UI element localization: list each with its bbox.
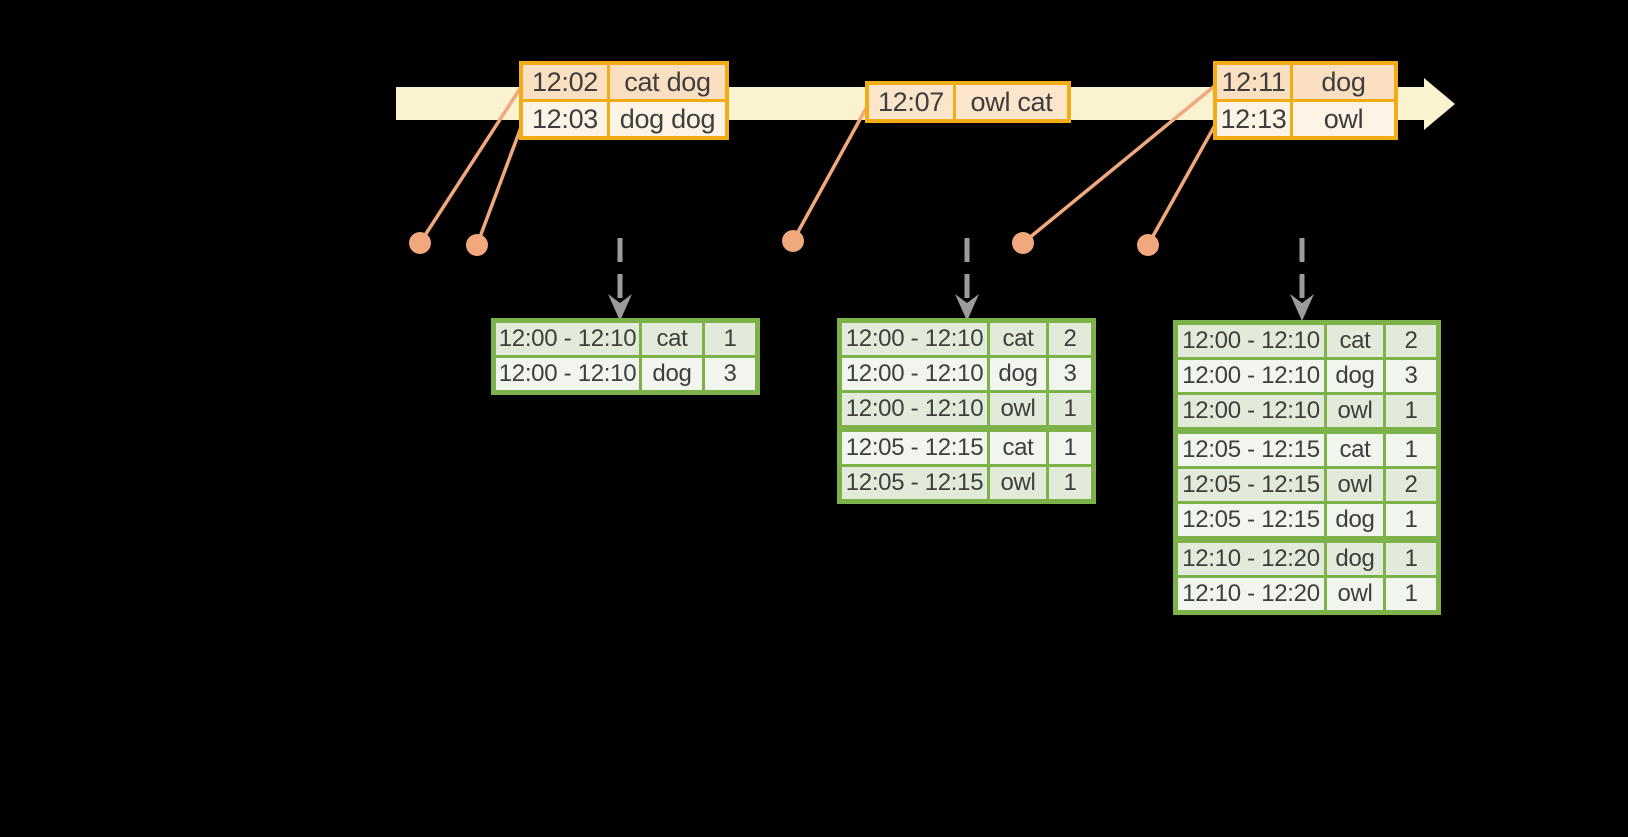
word-cell: dog <box>1327 504 1383 536</box>
connector-line <box>475 121 525 246</box>
time-cell: 12:03 <box>523 102 607 136</box>
words-cell: owl <box>1293 102 1394 136</box>
window-cell: 12:00 - 12:10 <box>842 323 987 355</box>
count-cell: 1 <box>1049 467 1091 499</box>
word-cell: owl <box>990 467 1046 499</box>
word-cell: cat <box>642 323 702 355</box>
words-cell: dog <box>1293 65 1394 99</box>
count-cell: 1 <box>1386 504 1436 536</box>
trigger-arrows <box>617 238 1305 298</box>
down-arrowhead-icon <box>608 294 632 321</box>
count-cell: 1 <box>705 323 755 355</box>
window-cell: 12:05 - 12:15 <box>842 432 987 464</box>
window-cell: 12:00 - 12:10 <box>842 358 987 390</box>
window-cell: 12:00 - 12:10 <box>842 393 987 425</box>
word-cell: cat <box>1327 325 1383 357</box>
words-cell: cat dog <box>610 65 725 99</box>
word-cell: owl <box>1327 395 1383 427</box>
word-cell: cat <box>1327 434 1383 466</box>
axis-arrowhead-icon <box>1424 78 1455 130</box>
word-cell: dog <box>642 358 702 390</box>
time-cell: 12:07 <box>869 85 953 119</box>
time-cell: 12:11 <box>1217 65 1290 99</box>
time-cell: 12:02 <box>523 65 607 99</box>
window-cell: 12:00 - 12:10 <box>1178 325 1324 357</box>
down-arrowhead-icon <box>955 294 979 321</box>
down-arrowhead-icon <box>1290 294 1314 321</box>
event-dot-icon <box>1012 232 1034 254</box>
word-cell: dog <box>990 358 1046 390</box>
window-cell: 12:05 - 12:15 <box>1178 434 1324 466</box>
event-dot-icon <box>1137 234 1159 256</box>
window-cell: 12:10 - 12:20 <box>1178 543 1324 575</box>
event-markers <box>409 230 1159 256</box>
word-cell: cat <box>990 432 1046 464</box>
time-cell: 12:13 <box>1217 102 1290 136</box>
word-cell: dog <box>1327 543 1383 575</box>
event-dot-icon <box>782 230 804 252</box>
count-cell: 2 <box>1386 469 1436 501</box>
window-cell: 12:00 - 12:10 <box>496 323 639 355</box>
words-cell: dog dog <box>610 102 725 136</box>
window-cell: 12:10 - 12:20 <box>1178 578 1324 610</box>
word-cell: dog <box>1327 360 1383 392</box>
connector-line <box>791 102 871 242</box>
count-cell: 1 <box>1386 543 1436 575</box>
count-cell: 1 <box>1386 578 1436 610</box>
count-cell: 2 <box>1049 323 1091 355</box>
event-dot-icon <box>409 232 431 254</box>
count-cell: 1 <box>1049 393 1091 425</box>
connector-line <box>1146 117 1221 246</box>
word-cell: owl <box>1327 469 1383 501</box>
count-cell: 3 <box>1386 360 1436 392</box>
window-cell: 12:05 - 12:15 <box>842 467 987 499</box>
window-cell: 12:05 - 12:15 <box>1178 469 1324 501</box>
window-cell: 12:00 - 12:10 <box>1178 360 1324 392</box>
word-cell: owl <box>990 393 1046 425</box>
window-cell: 12:05 - 12:15 <box>1178 504 1324 536</box>
count-cell: 3 <box>705 358 755 390</box>
count-cell: 1 <box>1386 434 1436 466</box>
word-cell: owl <box>1327 578 1383 610</box>
count-cell: 3 <box>1049 358 1091 390</box>
window-cell: 12:00 - 12:10 <box>496 358 639 390</box>
word-cell: cat <box>990 323 1046 355</box>
event-dot-icon <box>466 234 488 256</box>
words-cell: owl cat <box>956 85 1067 119</box>
count-cell: 1 <box>1049 432 1091 464</box>
window-cell: 12:00 - 12:10 <box>1178 395 1324 427</box>
count-cell: 1 <box>1386 395 1436 427</box>
count-cell: 2 <box>1386 325 1436 357</box>
trigger-arrowheads <box>608 294 1314 321</box>
